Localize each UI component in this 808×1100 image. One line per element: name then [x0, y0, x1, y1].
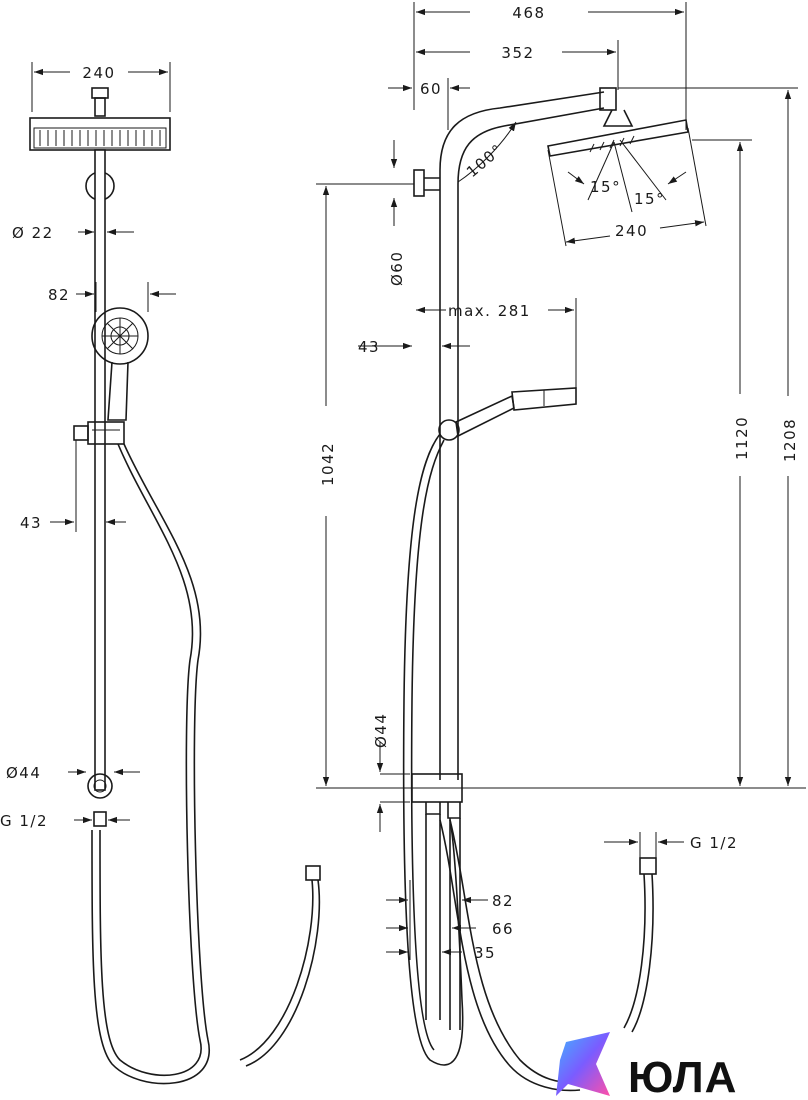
label-spray-left: 15° [590, 178, 621, 196]
riser-pipe-side [439, 91, 605, 780]
label-side-1120: 1120 [733, 416, 751, 460]
label-front-pipe-dia: Ø 22 [12, 224, 54, 242]
label-front-82: 82 [48, 286, 70, 304]
hose-connector [639, 857, 657, 875]
overhead-shower-front [29, 117, 171, 151]
head-neck [94, 97, 106, 117]
front-inlet: G 1/2 [0, 811, 130, 830]
label-front-43: 43 [20, 514, 42, 532]
logo-text: ЮЛА [628, 1053, 737, 1100]
side-dim-43: 43 [358, 338, 470, 356]
label-side-flange-dia: Ø60 [388, 251, 406, 286]
side-dim-240: 240 [547, 127, 707, 247]
label-side-35: 35 [474, 944, 496, 962]
label-side-468: 468 [512, 4, 545, 22]
label-side-60: 60 [420, 80, 442, 98]
front-dim-pipe: Ø 22 [12, 224, 134, 242]
side-dim-352: 352 [416, 40, 619, 90]
riser-pipe-front [94, 149, 106, 791]
side-dim-1120: 1120 [692, 139, 752, 786]
front-view: 240 Ø 22 82 [0, 62, 321, 1085]
hand-shower-front [91, 307, 149, 421]
hose-detail: G 1/2 [604, 832, 738, 1033]
shower-hose-front [99, 443, 202, 1077]
hose-end-front [305, 865, 321, 881]
label-side-240: 240 [615, 222, 648, 240]
label-spray-right: 15° [634, 190, 665, 208]
label-side-mixer-dia: Ø44 [372, 713, 390, 748]
side-view: 468 352 60 100° [316, 2, 806, 1092]
label-front-240: 240 [82, 64, 115, 82]
front-dim-43: 43 [20, 440, 126, 532]
brand-logo: ЮЛА [556, 1032, 737, 1100]
side-dim-1208: 1208 [618, 87, 799, 786]
head-connector [91, 87, 109, 99]
side-dim-connections: 82 66 35 [386, 880, 514, 962]
arm-joint [599, 87, 617, 111]
label-front-inlet: G 1/2 [0, 812, 48, 830]
side-dim-1042: 1042 [316, 183, 414, 786]
front-dim-240: 240 [31, 62, 171, 112]
label-side-82: 82 [492, 892, 514, 910]
label-side-1208: 1208 [781, 418, 799, 462]
label-side-66: 66 [492, 920, 514, 938]
shower-hose-side [402, 433, 464, 1066]
overhead-shower-side [547, 119, 689, 157]
side-spray-angles: 15° 15° [567, 139, 687, 213]
label-side-1042: 1042 [319, 442, 337, 486]
side-mixer: Ø44 [372, 713, 463, 1030]
side-dim-60: 60 [388, 78, 470, 130]
label-hose-thread: G 1/2 [690, 834, 738, 852]
star-logo-icon [556, 1032, 610, 1096]
side-wall-bracket: Ø60 [380, 140, 440, 286]
front-mixer: Ø44 [6, 764, 140, 799]
label-side-281: max. 281 [448, 302, 531, 320]
front-dim-82: 82 [48, 282, 176, 312]
side-dim-468: 468 [413, 2, 687, 130]
label-side-100: 100° [463, 140, 507, 181]
slider-front [73, 421, 125, 445]
label-side-43: 43 [358, 338, 380, 356]
label-front-mixer-dia: Ø44 [6, 764, 41, 782]
label-side-352: 352 [501, 44, 534, 62]
hand-shower-side [438, 387, 577, 441]
side-dim-281: max. 281 [416, 298, 577, 394]
